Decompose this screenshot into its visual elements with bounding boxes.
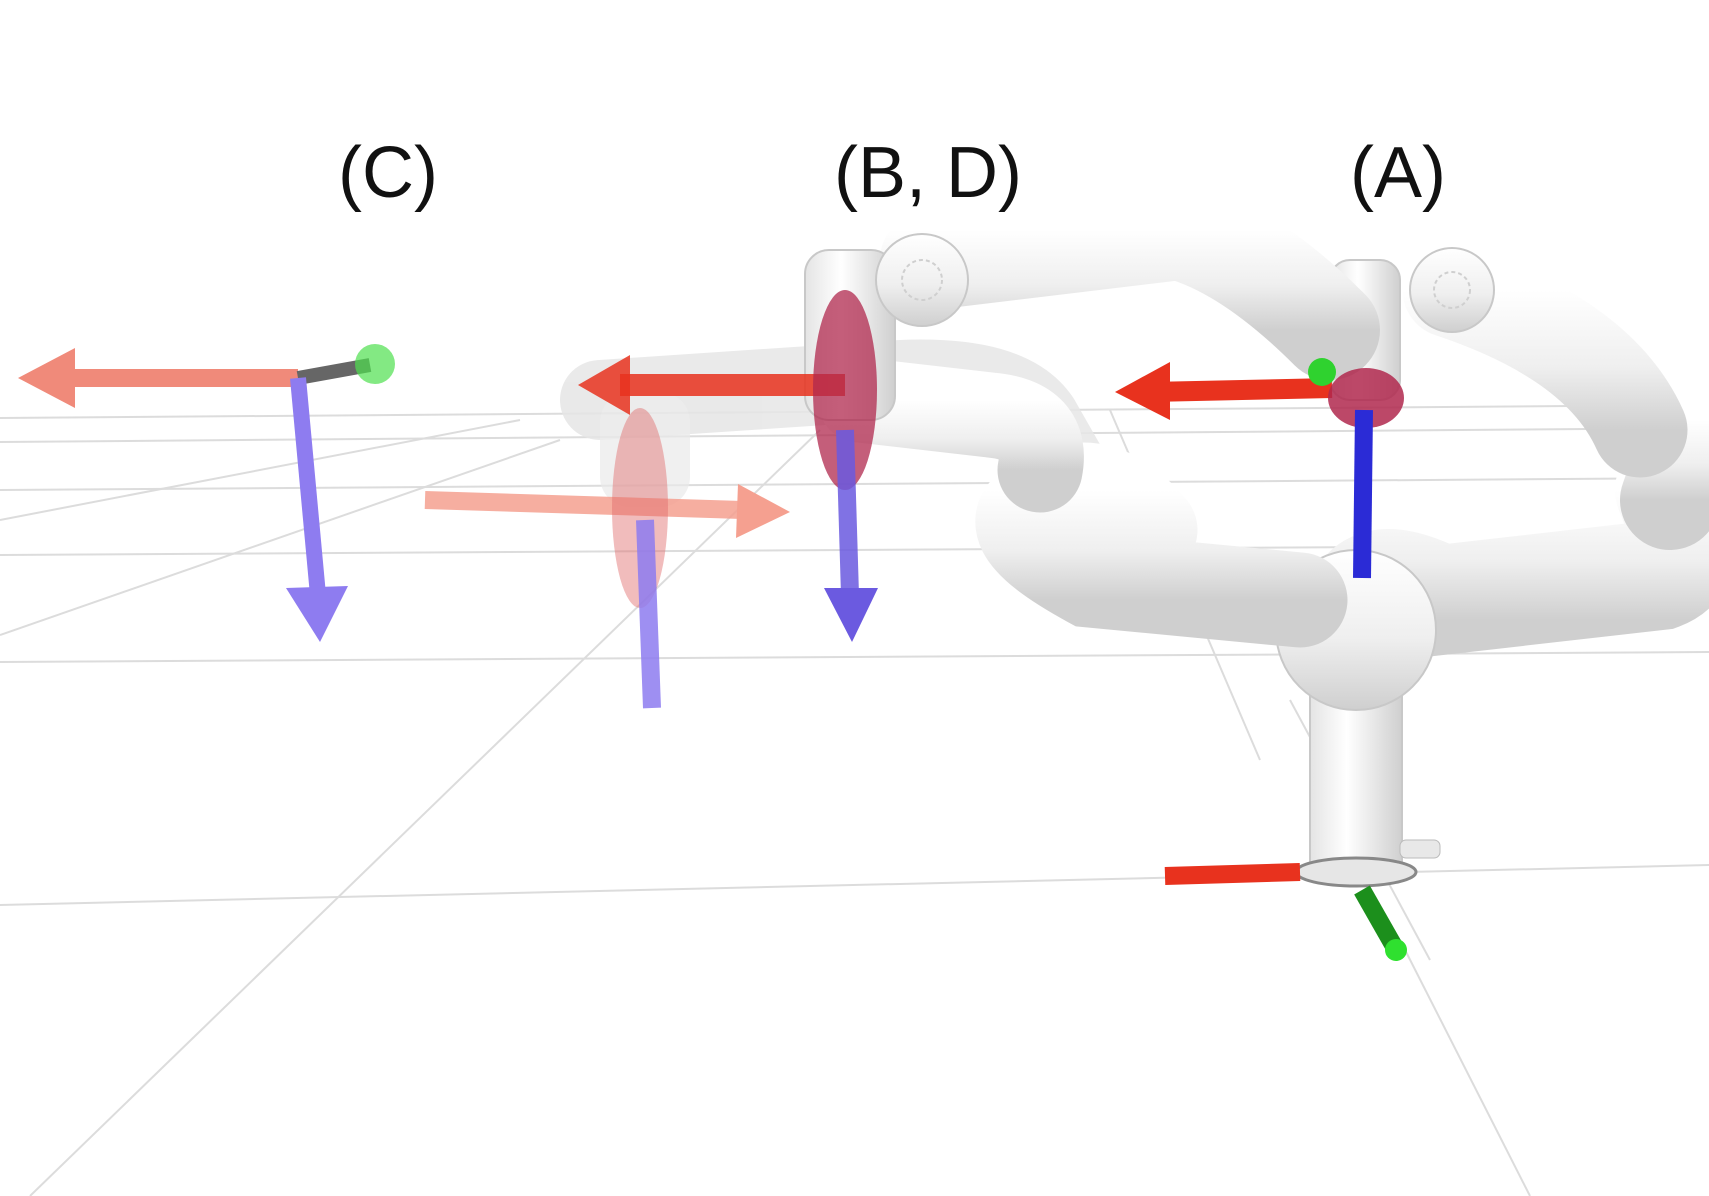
label-frame-bd: (B, D): [834, 133, 1022, 213]
frame-c-y-tip: [355, 344, 395, 384]
frame-c: [18, 344, 395, 642]
frame-b-ellipsoid: [813, 290, 877, 490]
robot-arm: [804, 179, 1709, 888]
frame-c-x-arrow-head: [18, 348, 75, 408]
label-frame-c: (C): [338, 133, 438, 213]
frame-a-ellipsoid: [1328, 368, 1404, 428]
frame-b-x-arrow-head: [578, 355, 630, 415]
frame-a-x-arrow-head: [1115, 362, 1170, 420]
frame-c-z-arrow-head: [286, 586, 348, 642]
frame-base: [1164, 863, 1407, 961]
label-frame-a: (A): [1350, 133, 1446, 213]
frame-b-z-arrow-head: [824, 588, 878, 642]
frame-bd: [424, 290, 878, 709]
frame-a: [1115, 358, 1404, 579]
robot-base-flange: [1294, 856, 1418, 888]
